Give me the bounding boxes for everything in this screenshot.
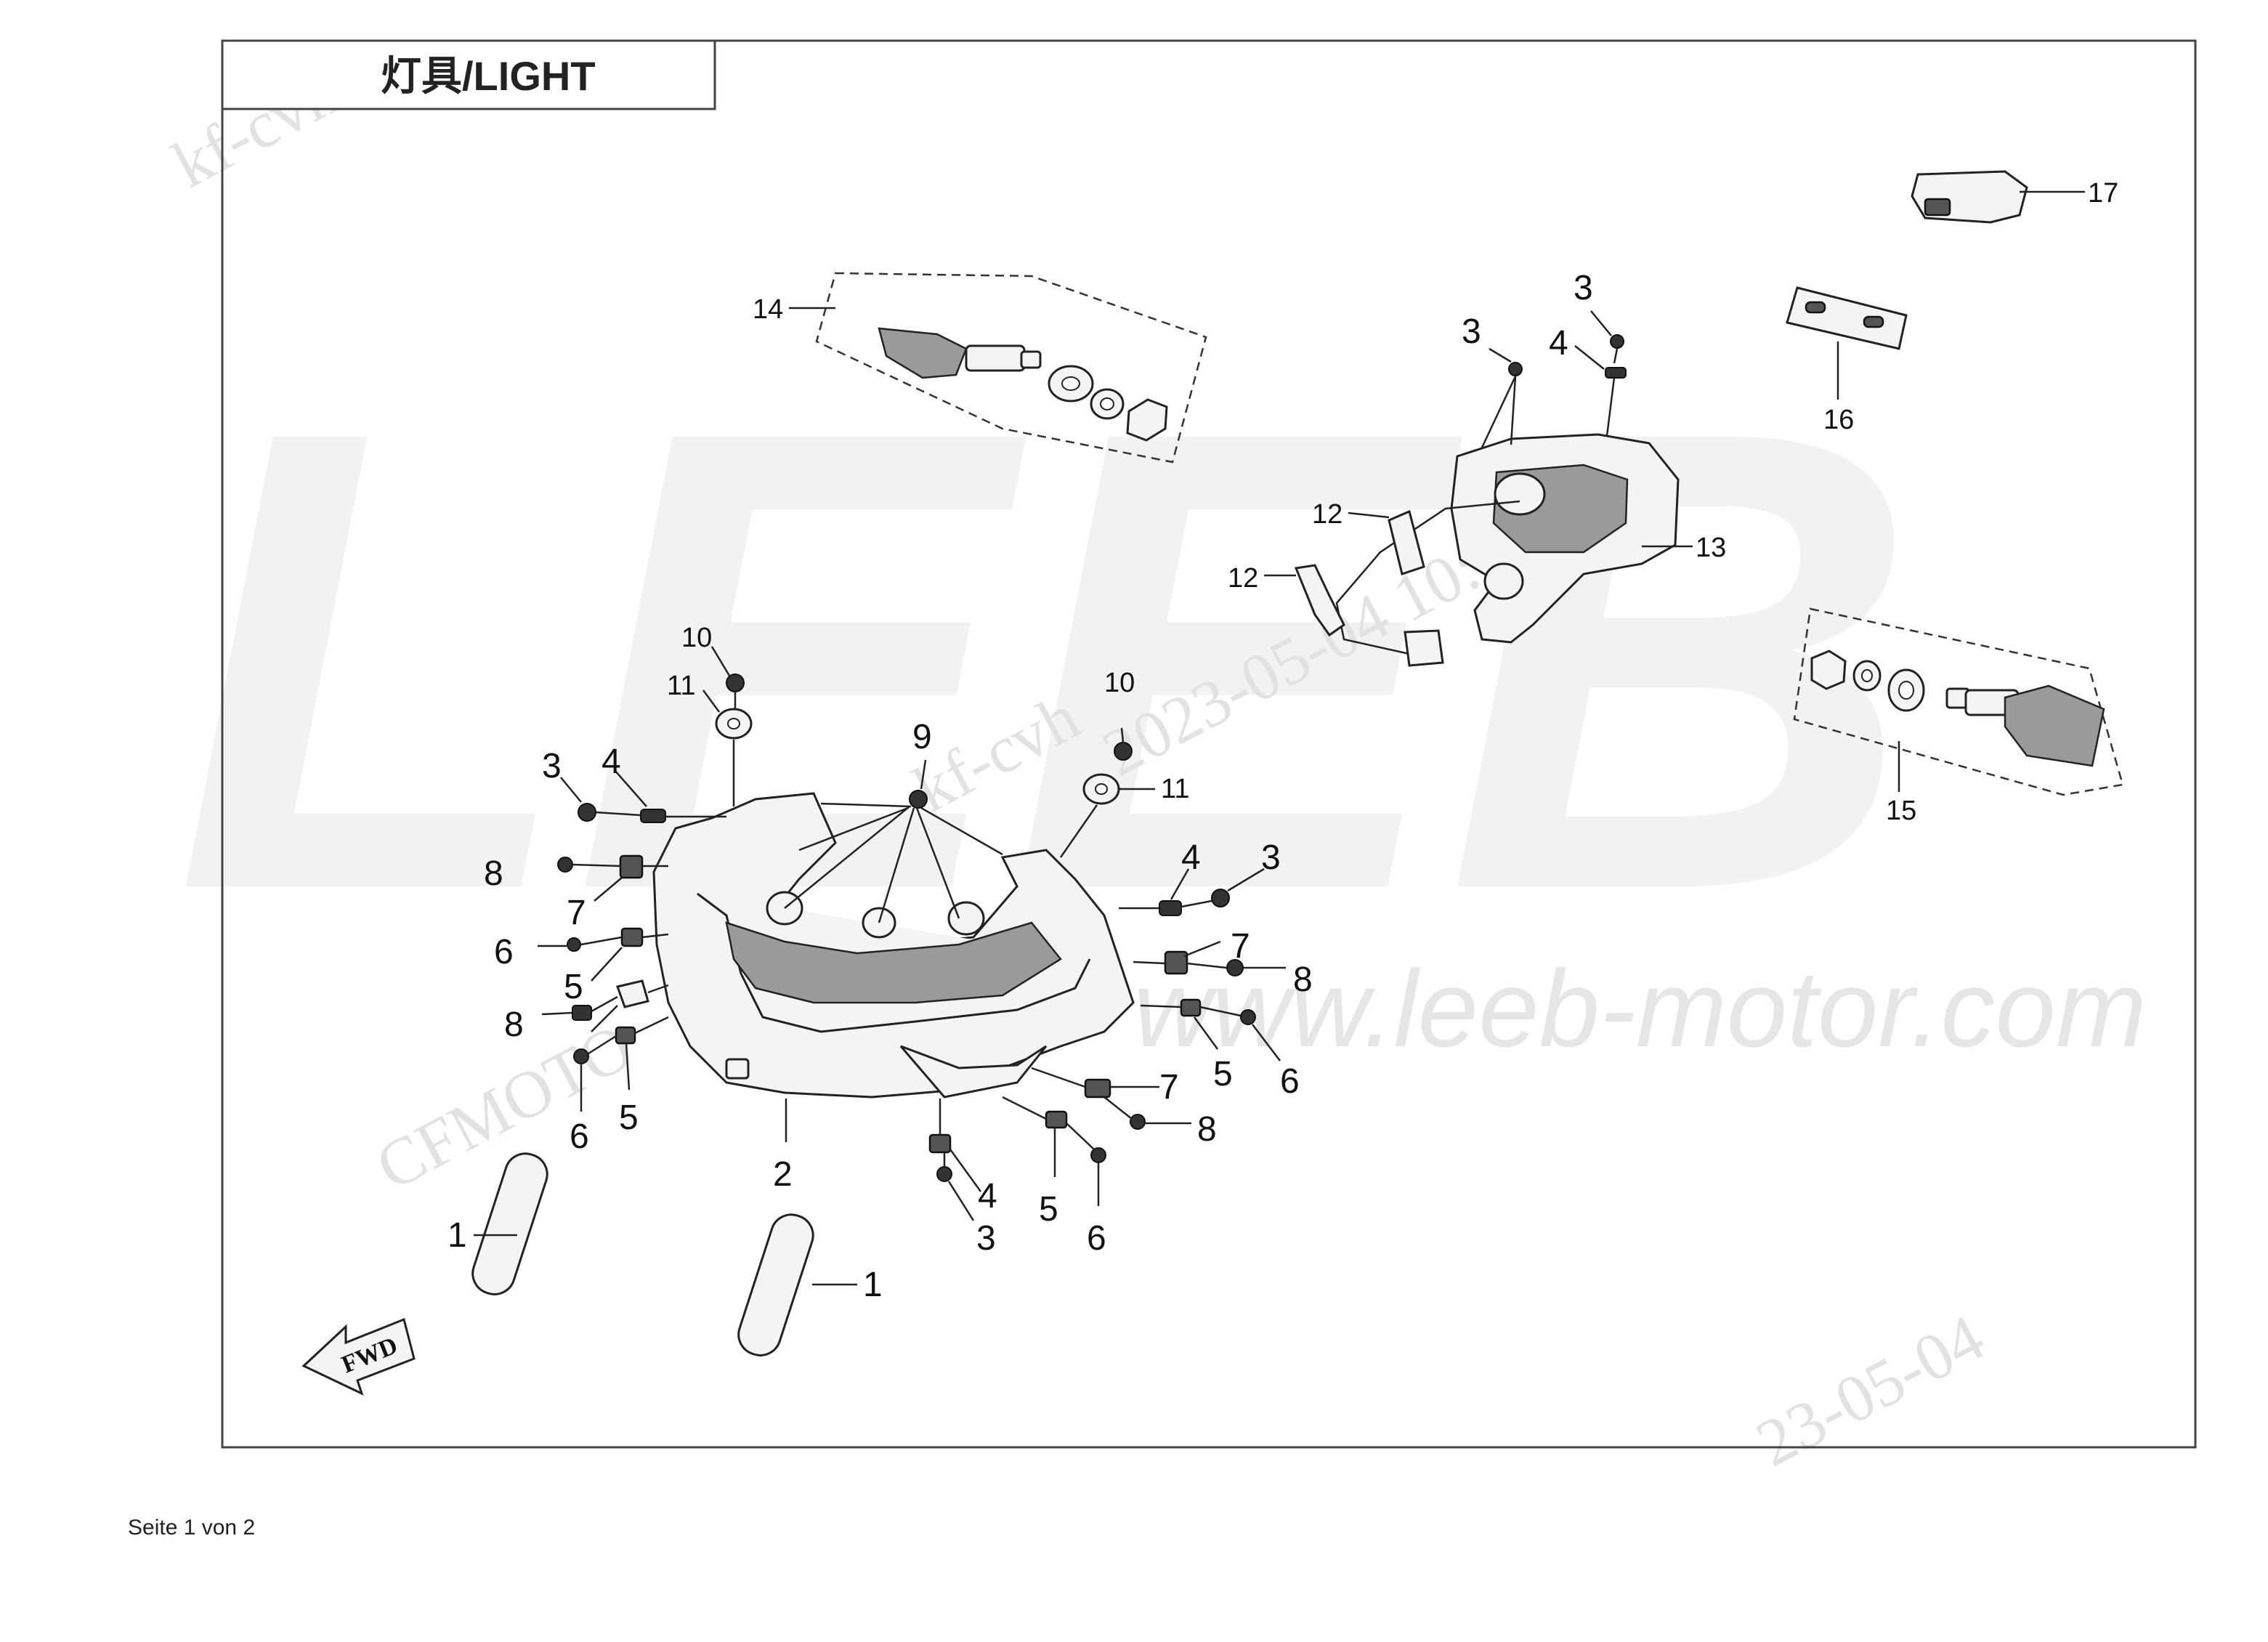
part-1-reflector-right <box>737 1213 857 1356</box>
callout-12a: 12 <box>1312 499 1342 530</box>
callout-3c: 3 <box>542 747 562 785</box>
callout-12b: 12 <box>1228 563 1258 594</box>
callout-3d: 3 <box>1261 838 1281 877</box>
callout-8d: 8 <box>1197 1110 1217 1149</box>
fastener-10-11-right <box>1059 727 1155 858</box>
part-12-wiring-harness <box>1264 500 1520 667</box>
callout-6c: 6 <box>1280 1062 1300 1101</box>
part-1-reflector-left <box>471 1152 548 1295</box>
callout-3e: 3 <box>976 1219 996 1258</box>
rear-housing-fasteners <box>1481 310 1627 448</box>
callout-4c: 4 <box>1181 838 1201 877</box>
part-14-turn-signal-left <box>789 272 1207 464</box>
headlight-center-fastener <box>784 759 1003 923</box>
callout-16: 16 <box>1823 405 1854 435</box>
callout-8a: 8 <box>484 854 503 893</box>
fastener-10-11-left <box>702 646 753 806</box>
callout-6b: 6 <box>570 1117 589 1156</box>
callout-4a: 4 <box>1549 324 1568 363</box>
callout-7a: 7 <box>567 894 586 932</box>
part-2-headlight-assembly <box>652 792 1135 1142</box>
callout-5b: 5 <box>619 1099 639 1137</box>
callout-10b: 10 <box>1104 668 1135 698</box>
watermark-url: www.leeb-motor.com <box>1133 947 2147 1069</box>
callout-7b: 7 <box>1231 927 1250 966</box>
title-box <box>221 39 716 110</box>
callout-4b: 4 <box>602 743 621 781</box>
callout-1b: 1 <box>863 1266 883 1304</box>
watermark-stamp-date-lower: 23-05-04 <box>1745 1300 1996 1480</box>
headlight-right-fasteners <box>1002 867 1286 1206</box>
diagram-title: 灯具/LIGHT <box>381 53 596 99</box>
callout-14: 14 <box>753 294 783 325</box>
callout-4d: 4 <box>978 1177 997 1216</box>
headlight-bottom-fasteners <box>928 1099 982 1221</box>
page-footer: Seite 1 von 2 <box>128 1516 256 1540</box>
callout-5a: 5 <box>564 968 583 1006</box>
callout-1a: 1 <box>447 1216 467 1255</box>
callout-6a: 6 <box>494 933 514 971</box>
callout-3a: 3 <box>1462 312 1481 351</box>
callout-15: 15 <box>1886 796 1916 826</box>
callout-17: 17 <box>2088 178 2118 209</box>
callout-8b: 8 <box>504 1006 524 1044</box>
fwd-arrow-icon: FWD <box>301 1317 416 1396</box>
diagram-frame <box>221 39 2197 1449</box>
callout-13: 13 <box>1696 533 1726 563</box>
callout-11b: 11 <box>1161 774 1189 804</box>
callout-3b: 3 <box>1574 269 1593 307</box>
callout-5c: 5 <box>1213 1055 1233 1093</box>
part-15-turn-signal-right <box>1793 607 2124 796</box>
callout-2: 2 <box>773 1155 793 1194</box>
callout-11a: 11 <box>667 671 695 701</box>
callout-5d: 5 <box>1039 1190 1058 1229</box>
part-17-bracket <box>1911 170 2085 224</box>
callout-10a: 10 <box>681 623 712 653</box>
callout-6d: 6 <box>1087 1219 1106 1258</box>
callout-9: 9 <box>912 718 932 756</box>
callout-7c: 7 <box>1159 1068 1179 1107</box>
part-16-plate <box>1786 286 1908 400</box>
callout-8c: 8 <box>1293 960 1313 999</box>
headlight-left-fasteners <box>538 769 726 1112</box>
part-13-rear-light-housing <box>1450 433 1693 644</box>
